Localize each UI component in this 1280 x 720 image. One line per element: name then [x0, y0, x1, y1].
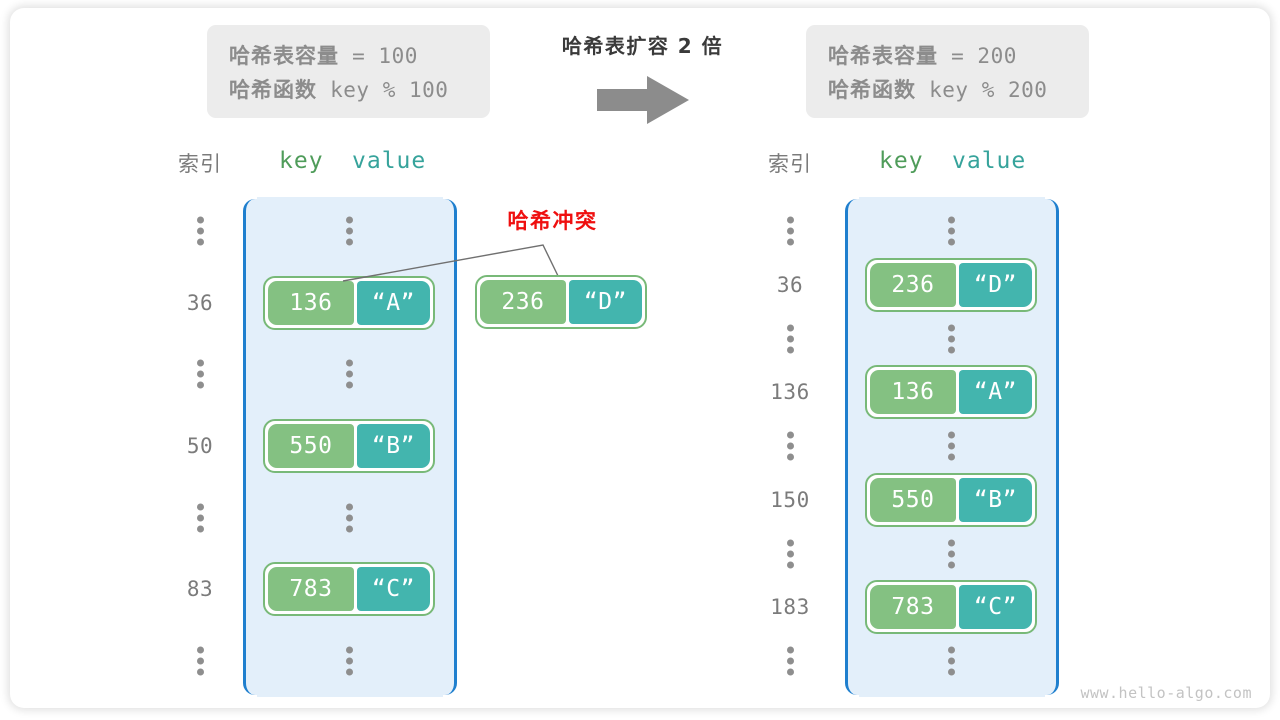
detached-cell-value: “D”	[568, 280, 642, 324]
detached-colliding-cell: 236 “D”	[475, 275, 647, 329]
detached-cell-key: 236	[480, 280, 566, 324]
left-slot-ellipsis-4	[341, 503, 357, 533]
right-slot-ellipsis-0	[943, 216, 959, 246]
right-pair-3-key: 136	[870, 370, 956, 414]
right-header-value: value	[952, 148, 1027, 174]
hash-config-box-after: 哈希表容量 = 200 哈希函数 key % 200	[806, 25, 1089, 118]
left-pair-3-key: 550	[268, 424, 354, 468]
right-slot-ellipsis-6	[943, 539, 959, 569]
left-pair-1: 136“A”	[263, 276, 435, 330]
left-pair-3-value: “B”	[356, 424, 430, 468]
right-index-ellipsis-8	[782, 646, 798, 676]
function-label-before: 哈希函数	[229, 78, 317, 102]
right-slot-ellipsis-8	[943, 646, 959, 676]
left-slot-ellipsis-2	[341, 359, 357, 389]
left-index-1: 36	[186, 291, 214, 315]
capacity-value-before: = 100	[339, 44, 418, 68]
right-pair-5-value: “B”	[958, 478, 1032, 522]
left-index-ellipsis-6	[192, 646, 208, 676]
right-index-ellipsis-2	[782, 324, 798, 354]
right-header-key: key	[879, 148, 924, 174]
right-pair-1: 236“D”	[865, 258, 1037, 312]
left-pair-3: 550“B”	[263, 419, 435, 473]
right-slot-ellipsis-2	[943, 324, 959, 354]
right-pair-1-key: 236	[870, 263, 956, 307]
right-pair-5: 550“B”	[865, 473, 1037, 527]
left-header-value: value	[352, 148, 427, 174]
hash-config-box-before: 哈希表容量 = 100 哈希函数 key % 100	[207, 25, 490, 118]
right-index-7: 183	[770, 595, 810, 619]
left-index-ellipsis-2	[192, 359, 208, 389]
right-pair-3: 136“A”	[865, 365, 1037, 419]
card-frame	[10, 8, 1270, 708]
function-line-before: 哈希函数 key % 100	[229, 73, 468, 107]
left-pair-1-value: “A”	[356, 281, 430, 325]
capacity-line-after: 哈希表容量 = 200	[828, 39, 1067, 73]
collision-label: 哈希冲突	[507, 209, 598, 233]
left-pair-1-key: 136	[268, 281, 354, 325]
right-index-5: 150	[770, 488, 810, 512]
function-value-after: key % 200	[916, 78, 1048, 102]
left-header-key: key	[279, 148, 324, 174]
left-pair-5: 783“C”	[263, 562, 435, 616]
capacity-value-after: = 200	[938, 44, 1017, 68]
left-slot-ellipsis-0	[341, 216, 357, 246]
capacity-label-after: 哈希表容量	[828, 44, 938, 68]
right-index-ellipsis-6	[782, 539, 798, 569]
left-index-ellipsis-4	[192, 503, 208, 533]
right-pair-7-value: “C”	[958, 585, 1032, 629]
right-arrow-icon	[597, 76, 689, 124]
capacity-line-before: 哈希表容量 = 100	[229, 39, 468, 73]
right-index-ellipsis-4	[782, 431, 798, 461]
right-index-ellipsis-0	[782, 216, 798, 246]
right-slot-ellipsis-4	[943, 431, 959, 461]
function-line-after: 哈希函数 key % 200	[828, 73, 1067, 107]
right-pair-3-value: “A”	[958, 370, 1032, 414]
expand-title: 哈希表扩容 2 倍	[561, 34, 724, 58]
left-slot-ellipsis-6	[341, 646, 357, 676]
watermark: www.hello-algo.com	[1080, 684, 1252, 702]
left-index-5: 83	[186, 577, 214, 601]
function-label-after: 哈希函数	[828, 78, 916, 102]
left-header-index: 索引	[178, 152, 222, 176]
function-value-before: key % 100	[317, 78, 449, 102]
right-header-index: 索引	[768, 152, 812, 176]
right-pair-7: 783“C”	[865, 580, 1037, 634]
left-pair-5-value: “C”	[356, 567, 430, 611]
right-index-1: 36	[776, 273, 804, 297]
right-pair-1-value: “D”	[958, 263, 1032, 307]
left-index-ellipsis-0	[192, 216, 208, 246]
right-index-3: 136	[770, 380, 810, 404]
right-pair-5-key: 550	[870, 478, 956, 522]
capacity-label-before: 哈希表容量	[229, 44, 339, 68]
left-index-3: 50	[186, 434, 214, 458]
right-pair-7-key: 783	[870, 585, 956, 629]
left-pair-5-key: 783	[268, 567, 354, 611]
